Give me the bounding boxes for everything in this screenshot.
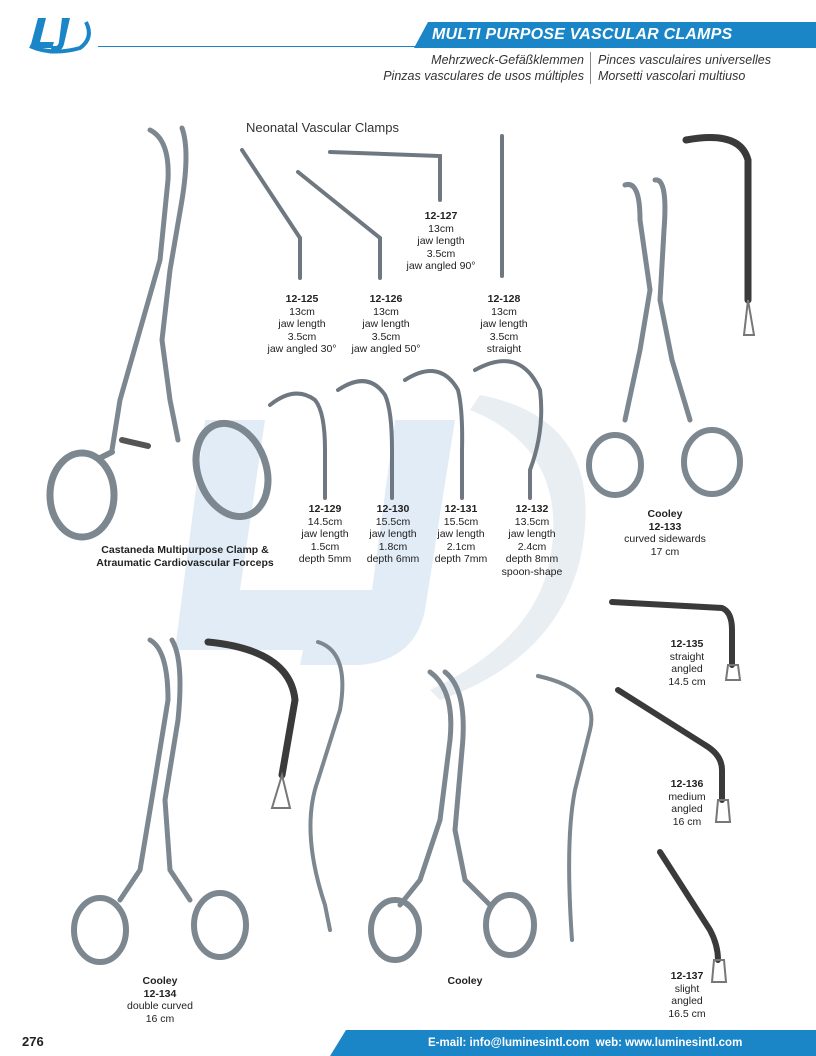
cooley-plain-image [368,669,594,963]
cooley-plain-label: Cooley [447,975,483,987]
castaneda-forceps-image [46,125,272,541]
clamp-12-126-image [296,170,382,280]
subtitle-fr: Pinces vasculaires universelles [598,53,771,67]
castaneda-label: Castaneda Multipurpose Clamp &Atraumatic… [96,544,274,569]
footer-bar [330,1030,816,1056]
jaw-12-137-image [657,849,721,963]
clamp-12-129-image [268,391,327,500]
clamp-12-132-image [473,359,544,500]
subtitle-it: Morsetti vascolari multiuso [598,69,746,83]
page-title: MULTI PURPOSE VASCULAR CLAMPS [432,26,733,43]
clamp-12-130-image [336,379,394,500]
footer-contact: E-mail: info@luminesintl.com web: www.lu… [428,1037,743,1049]
page-number: 276 [22,1034,44,1049]
clamp-12-131-image [403,369,465,500]
lj-logo-icon [29,18,91,54]
header-divider [98,46,816,47]
section-title: Neonatal Vascular Clamps [246,120,399,135]
jaw-12-136-image [615,687,725,803]
subtitle-de: Mehrzweck-Gefäßklemmen [431,53,584,67]
title-bar [414,22,816,48]
clamp-12-127-image [328,150,442,202]
clamp-12-125-image [240,148,302,280]
jaw-12-135-image [609,599,735,668]
subtitle-separator [590,52,591,84]
subtitle-es: Pinzas vasculares de usos múltiples [383,69,584,83]
cooley-12-133-image [586,134,756,498]
cooley-12-134-image [71,637,345,965]
